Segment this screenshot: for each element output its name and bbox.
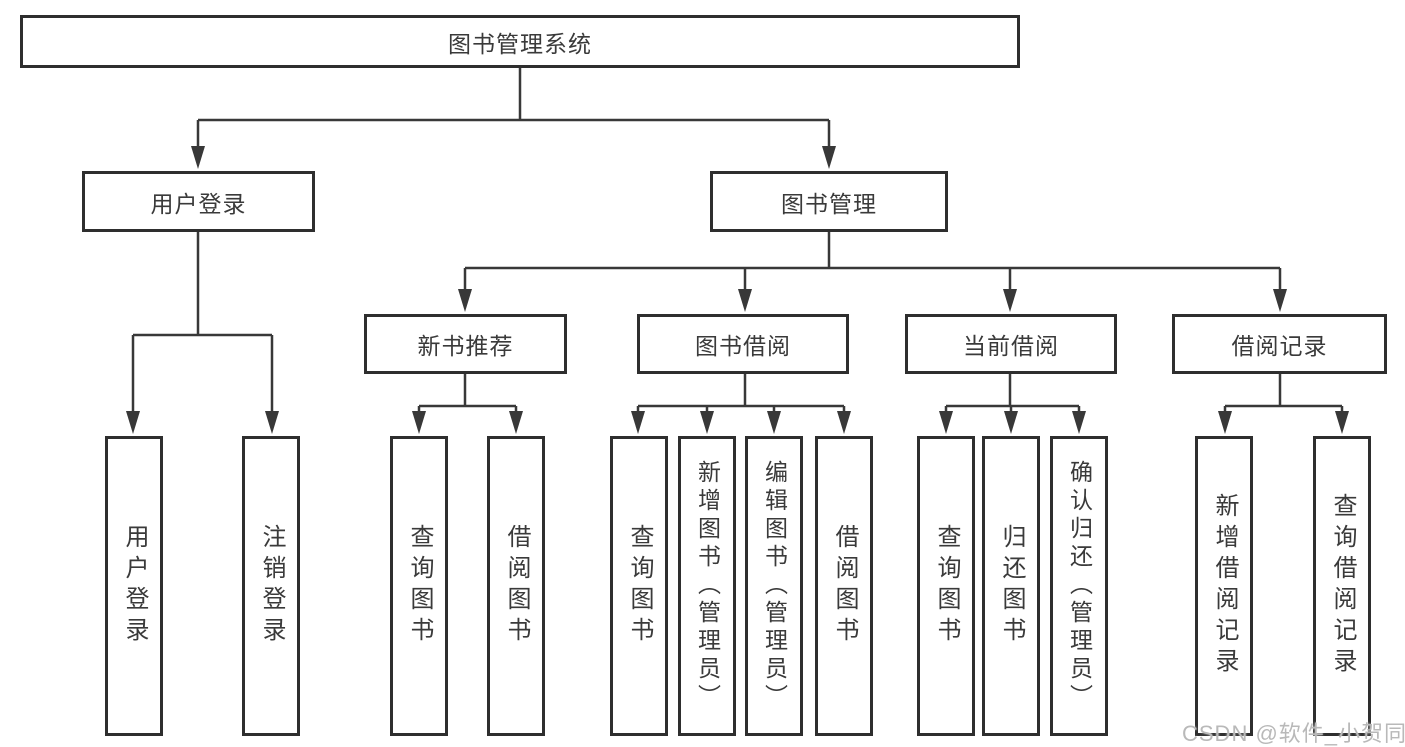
arrowheads: [126, 146, 1349, 434]
node-borrow-records-label: 借阅记录: [1231, 333, 1328, 359]
leaf-user-login-label: 用户登录: [121, 524, 148, 648]
leaf-newbooks-query-books-label: 查询图书: [406, 524, 433, 648]
node-book-borrow-label: 图书借阅: [695, 333, 791, 359]
leaf-current-confirm-return-admin: 确认归还（管理员）: [1050, 436, 1108, 736]
node-user-login: 用户登录: [82, 171, 315, 232]
node-book-borrow: 图书借阅: [637, 314, 849, 374]
leaf-records-add-record-label: 新增借阅记录: [1211, 493, 1238, 679]
node-new-book-recommend-label: 新书推荐: [417, 333, 514, 359]
leaf-borrow-borrow-books: 借阅图书: [815, 436, 873, 736]
leaf-logout-label: 注销登录: [258, 524, 285, 648]
leaf-current-return-books-label: 归还图书: [998, 524, 1025, 648]
leaf-records-query-record: 查询借阅记录: [1313, 436, 1371, 736]
leaf-records-query-record-label: 查询借阅记录: [1329, 493, 1356, 679]
node-new-book-recommend: 新书推荐: [364, 314, 567, 374]
leaf-borrow-query-books-label: 查询图书: [626, 524, 653, 648]
node-book-management: 图书管理: [710, 171, 948, 232]
node-user-login-label: 用户登录: [150, 190, 247, 217]
leaf-current-confirm-return-admin-label: 确认归还（管理员）: [1066, 460, 1093, 712]
leaf-borrow-add-books-admin-label: 新增图书（管理员）: [694, 460, 721, 712]
csdn-watermark: CSDN @软件_小贺同学: [1182, 721, 1405, 746]
leaf-borrow-borrow-books-label: 借阅图书: [831, 524, 858, 648]
leaf-records-add-record: 新增借阅记录: [1195, 436, 1253, 736]
leaf-borrow-query-books: 查询图书: [610, 436, 668, 736]
node-library-system: 图书管理系统: [20, 15, 1020, 68]
leaf-current-return-books: 归还图书: [982, 436, 1040, 736]
node-current-borrow-label: 当前借阅: [963, 333, 1059, 359]
leaf-user-login: 用户登录: [105, 436, 163, 736]
node-library-system-label: 图书管理系统: [448, 30, 592, 57]
leaf-current-query-books-label: 查询图书: [933, 524, 960, 648]
leaf-logout: 注销登录: [242, 436, 300, 736]
node-borrow-records: 借阅记录: [1172, 314, 1387, 374]
leaf-current-query-books: 查询图书: [917, 436, 975, 736]
node-book-management-label: 图书管理: [781, 190, 877, 217]
leaf-borrow-add-books-admin: 新增图书（管理员）: [678, 436, 736, 736]
node-current-borrow: 当前借阅: [905, 314, 1117, 374]
leaf-newbooks-query-books: 查询图书: [390, 436, 448, 736]
leaf-newbooks-borrow-books: 借阅图书: [487, 436, 545, 736]
leaf-newbooks-borrow-books-label: 借阅图书: [503, 524, 530, 648]
leaf-borrow-edit-books-admin-label: 编辑图书（管理员）: [761, 460, 788, 712]
leaf-borrow-edit-books-admin: 编辑图书（管理员）: [745, 436, 803, 736]
